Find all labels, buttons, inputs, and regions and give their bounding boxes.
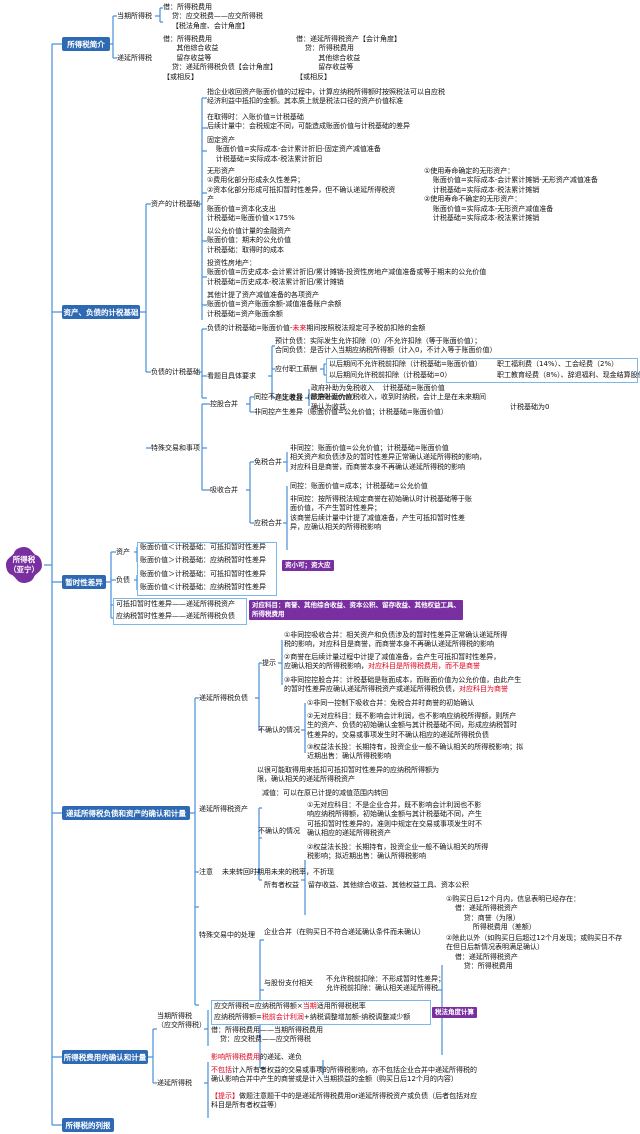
dtl-hint2: ②商誉在后续计量过程中计提了减值准备，会产生可抵扣暂时性差异， 应确认相关的所得…: [284, 653, 501, 671]
exp-deferred-label: 递延所得税: [157, 1079, 192, 1087]
special-equity: 所有者权益 留存收益、其他综合收益、其他权益工具、资本公积: [264, 881, 469, 889]
intro-deferred-entry-asset: 借：递延所得税资产【会计角度】 贷：所得税费用 其他综合收益 留存收益等 【或相…: [296, 35, 401, 81]
td-taxable-liability: 应纳税暂时性差异——递延所得税负债: [116, 612, 235, 620]
payroll-label: 应付职工薪酬: [275, 365, 317, 373]
holding-merger-label: 控股合并: [210, 400, 238, 408]
asset-intangible-life: ①使用寿命确定的无形资产： 账面价值=实际成本-会计累计摊销-无形资产减值准备 …: [424, 167, 598, 223]
exp-deferred-exclude: 不包括计入所有者权益的交易或事项的所得税影响，亦不包括企业合并中递延所得税的 确…: [211, 1066, 477, 1084]
dtl-not-rec-2: ②无对应科目：既不影响会计利润，也不影响应纳税所得额，则所产 生的资产、负债的初…: [307, 712, 517, 739]
holding-non-same-control: 非同控产生差异（账面价值=公允价值；计税基础=账面价值）: [254, 408, 448, 416]
bc-within-12m: ①购买日后12个月内，信息表明已经存在： 借：递延所得税资产 贷：商誉（为限） …: [446, 895, 581, 932]
holding-same-control: 同控不产生差异（都是账面价值）: [254, 393, 359, 401]
deferred-income-label: 递延收益: [275, 394, 303, 402]
taxable-same-control: 同控：账面价值=成本；计税基础=公允价值: [290, 482, 428, 490]
intro-current-entry: 借：所得税费用 贷：应交税费——应交所得税 【税法角度、会计角度】: [163, 3, 263, 30]
asset-investment-property: 投资性房地产： 账面价值=历史成本-会计累计折旧/累计摊销-投资性房地产减值准备…: [207, 259, 487, 286]
exp-tax-payable: 应交所得税=应纳税所得额×当期适用所得税税率: [214, 1002, 366, 1010]
dta-not-recognized-label: 不确认的情况: [258, 827, 300, 835]
asset-impairment: 其他计提了资产减值准备的各项资产 账面价值=资产账面余额-减值准备账户余额 计税…: [207, 291, 342, 318]
branch-deferred[interactable]: 递延所得税负债和资产的确认和计量: [62, 806, 190, 820]
bc-other: ②除此以外（如购买日后超过12个月发现；或购买日不存 在但日后新情况表明满足确认…: [446, 934, 623, 971]
dta-label: 递延所得税资产: [199, 805, 248, 813]
td-deductible-asset: 可抵扣暂时性差异——递延所得税资产: [116, 600, 235, 608]
payroll-nondeductible: 以后期间不允许税前扣除（计税基础=账面价值）: [329, 360, 482, 368]
dtl-label: 递延所得税负债: [199, 694, 248, 702]
td-liability-row2: 账面价值＜计税基础：应纳税暂时性差异: [140, 583, 266, 591]
note-text: 未来转回时期用未来的税率，不折现: [222, 868, 334, 876]
share-payment-text: 不允许税前扣除：不形成暂时性差异； 允许税前扣除：确认相关递延所得税: [326, 975, 445, 993]
dtl-hint1: ①非同控吸收合并：相关资产和负债涉及的暂时性差异正常确认递延所得 税的影响，对应…: [284, 631, 508, 649]
exp-current-entry: 借：所得税费用——当期所得税费用 贷：应交税费——应交所得税: [211, 1026, 323, 1044]
special-events-label: 特殊交易和事项: [151, 444, 200, 452]
intro-deferred-label: 递延所得税: [117, 54, 152, 62]
exp-deferred-tip: 【提示】做题注意题干中的是递延所得税费用or递延所得税资产或负债（后者包括对应 …: [211, 1092, 478, 1110]
asset-tax-base-label: 资产的计税基础: [151, 200, 200, 208]
payroll-deductible-items: 职工教育经费（8%）、辞退福利、现金结算股份支付: [497, 371, 640, 379]
branch-expense[interactable]: 所得税费用的确认和计量: [62, 1050, 148, 1064]
dta-impairment: 减值：可以在原已计提的减值范围内转回: [262, 789, 388, 797]
dta-not-rec-1: ①无对应科目：不是企业合并，既不影响会计利润也不影 响应纳税所得额，初始确认金额…: [307, 801, 482, 838]
see-question-label: 看题目具体要求: [207, 372, 256, 380]
exp-tax-law-tag: 税法角度计算: [432, 1007, 477, 1018]
liability-tax-base-label: 负债的计税基础: [151, 368, 200, 376]
asset-initial: 在取得时：入账价值=计税基础 后续计量中：会税规定不同，可能造成账面价值与计税基…: [207, 113, 410, 131]
tax-free-merger-text: 非同控：账面价值=公允价值；计税基础=账面价值 相关资产和负债涉及的暂时性差异正…: [290, 444, 486, 471]
asset-fixed: 固定资产 账面价值=实际成本-会计累计折旧-固定资产减值准备 计税基础=实际成本…: [207, 136, 381, 163]
taxable-non-same-control: 非同控：按所得税法规定商誉在初始确认时计税基础等于账 面价值，不产生暂时性差异；…: [290, 495, 472, 532]
note-label: 注意: [199, 868, 213, 876]
td-liability-label: 负债: [116, 576, 130, 584]
branch-temp-diff[interactable]: 暂时性差异: [62, 575, 106, 589]
intro-current-label: 当期所得税: [117, 12, 152, 20]
payroll-deductible: 以后期间允许税前扣除（计税基础=0）: [329, 371, 452, 379]
special-share-payment: 与股份支付相关: [264, 979, 313, 987]
special-handling-label: 特殊交易中的处理: [199, 931, 255, 939]
exp-current-label: 当期所得税 （应交所得税）: [157, 1012, 206, 1030]
td-asset-row1: 账面价值＜计税基础：可抵扣暂时性差异: [140, 543, 266, 551]
td-mnemonic-tag: 资小可；资大应: [282, 560, 334, 571]
exp-taxable-income: 应纳税所得额=税前会计利润+纳税调整增加额-纳税调整减少额: [214, 1013, 411, 1021]
td-asset-row2: 账面价值＞计税基础：应纳税暂时性差异: [140, 556, 266, 564]
dta-not-rec-2: ②权益法长投：长期持有，投资企业一般不确认相关的所得 税影响；拟近期出售：确认所…: [307, 843, 489, 861]
root-label: 所得税 （亚宁）: [9, 555, 39, 574]
dtl-not-rec-3: ③权益法长投：长期持有，投资企业一般不确认相关的所得税影响；拟 近期出售：确认所…: [307, 743, 524, 761]
root-node: 所得税 （亚宁）: [4, 545, 44, 585]
exp-deferred-effect: 影响所得税费用的递延、递负: [211, 1053, 302, 1061]
td-accounts-tag: 对应科目：商誉、其他综合收益、资本公积、留存收益、其他权益工具、 所得税费用: [249, 600, 463, 620]
td-liability-row1: 账面价值＞计税基础：可抵扣暂时性差异: [140, 570, 266, 578]
deferred-income-text: 政府补助为免税收入 计税基础=账面价值 政府补助为应税收入，收到时纳税，会计上是…: [311, 384, 486, 411]
dta-recognition: 以很可能取得用来抵扣可抵扣暂时性差异的应纳税所得额为 限，确认相关的递延所得税资…: [257, 766, 439, 784]
tax-free-merger-label: 免税合并: [254, 458, 282, 466]
branch-tax-base[interactable]: 资产、负债的计税基础: [62, 305, 140, 319]
flower-node-shape: [6, 547, 42, 583]
td-asset-label: 资产: [116, 548, 130, 556]
branch-report[interactable]: 所得税的列报: [62, 1118, 114, 1132]
deferred-income-result: 计税基础为0: [510, 403, 550, 411]
liability-provisions: 预计负债：实际发生允许扣除（0）/不允许扣除（等于账面价值）； 合同负债：是否计…: [275, 337, 497, 355]
special-business-combination: 企业合并（在购买日不符合递延确认条件而未确认）: [264, 928, 425, 936]
payroll-nondeductible-items: 职工福利费（14%）、工会经费（2%）: [497, 360, 619, 368]
asset-financial: 以公允价值计量的金融资产 账面价值：期末的公允价值 计税基础：取得时的成本: [207, 227, 291, 254]
branch-intro[interactable]: 所得税简介: [62, 37, 110, 51]
absorption-merger-label: 吸收合并: [210, 486, 238, 494]
dtl-not-recognized-label: 不确认的情况: [258, 726, 300, 734]
dtl-hint-label: 提示: [262, 659, 276, 667]
dtl-not-rec-1: ①非同一控制下吸收合并：免税合并时商誉的初始确认: [307, 699, 475, 707]
taxable-merger-label: 应税合并: [254, 519, 282, 527]
asset-intangible: 无形资产 ①费用化部分形成永久性差异； ②资本化部分形成可抵扣暂时性差异，但不确…: [207, 167, 396, 223]
intro-deferred-entry-liab: 借：所得税费用 其他综合收益 留存收益等 贷：递延所得税负债【会计角度】 【或相…: [163, 35, 277, 81]
dtl-hint3: ③非同控控股合并：计税基础是账面成本，而账面价值为公允价值，由此产生 的暂时性差…: [284, 676, 522, 694]
liability-def: 负债的计税基础=账面价值-未来期间按照税法规定可予税前扣除的金额: [207, 324, 426, 332]
asset-def: 指企业收回资产账面价值的过程中，计算应纳税所得额时按照税法可以自应税 经济利益中…: [207, 88, 445, 106]
